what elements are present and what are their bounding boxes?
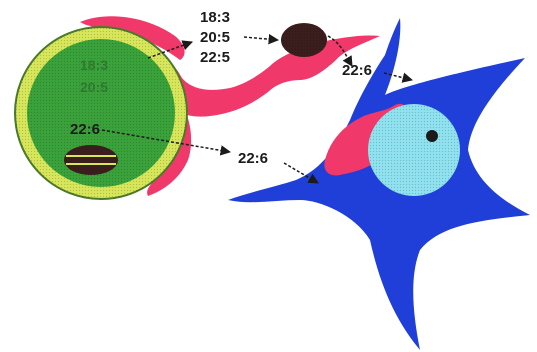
label-inner-22-6: 22:6 — [70, 121, 100, 138]
label-top-18-3: 18:3 — [200, 9, 230, 26]
label-inner-faint-20-5: 20:5 — [80, 79, 108, 95]
label-top-22-5: 22:5 — [200, 49, 230, 66]
label-process-22-6: 22:6 — [342, 62, 372, 79]
nucleus-texture — [368, 104, 460, 196]
label-neuron-22-6: 22:6 — [238, 150, 268, 167]
vesicle-glia — [64, 145, 118, 175]
vesicle-top-texture — [281, 23, 327, 57]
label-top-20-5: 20:5 — [200, 29, 230, 46]
label-inner-faint-18-3: 18:3 — [80, 57, 108, 73]
arrow-label-to-vesicle — [244, 37, 278, 40]
nucleolus — [426, 130, 438, 142]
